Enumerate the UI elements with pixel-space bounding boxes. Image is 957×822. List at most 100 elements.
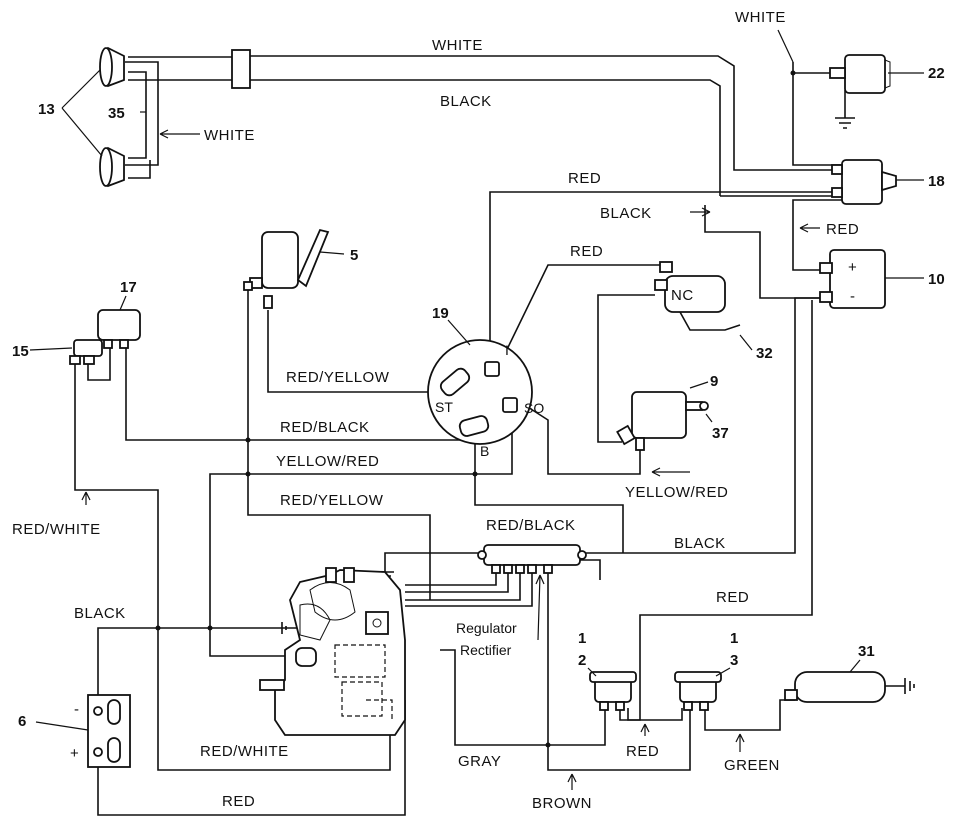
- junction-dot: [207, 625, 213, 631]
- callout-13: 13: [38, 101, 55, 118]
- label-black-left: BLACK: [74, 605, 126, 622]
- label-red-switches: RED: [626, 743, 659, 760]
- component-17: [97, 309, 141, 349]
- battery-negative: -: [74, 701, 80, 718]
- battery-positive: +: [70, 745, 79, 762]
- ground-symbol: [835, 117, 855, 129]
- label-black-top: BLACK: [440, 93, 492, 110]
- red-black-regulator-wire: [474, 430, 624, 553]
- white-wire-22: [792, 62, 842, 166]
- callout-22: 22: [928, 65, 945, 82]
- headlight-wire-c: [128, 160, 151, 179]
- component-1-2-switch: [589, 671, 637, 711]
- label-gray: GRAY: [458, 753, 501, 770]
- gray-wire: [440, 649, 606, 746]
- component-9: [616, 391, 709, 451]
- headlight-wire-b: [128, 71, 147, 159]
- label-black-regulator: BLACK: [674, 535, 726, 552]
- white-wire-top: [250, 55, 842, 171]
- component-22: [829, 54, 891, 129]
- brown-wire: [547, 565, 691, 771]
- label-red-yellow-lower: RED/YELLOW: [280, 492, 384, 509]
- component-1-3-switch: [674, 671, 722, 711]
- label-red-black-regulator: RED/BLACK: [486, 517, 576, 534]
- regulator-ground-lead: [384, 552, 484, 572]
- yellow-red-wire: [209, 410, 513, 657]
- component-6-battery: - +: [70, 694, 131, 768]
- callout-3: 3: [730, 652, 738, 669]
- black-wire-left: [97, 627, 300, 700]
- reg-lead-4: [405, 565, 533, 607]
- harness-connector: [231, 49, 251, 89]
- red-wire-nc: [496, 264, 662, 371]
- red-wire-top: [489, 191, 842, 375]
- terminal-so: SO: [524, 400, 544, 416]
- callout-35: 35: [108, 105, 125, 122]
- regulator-rectifier: [376, 544, 587, 581]
- black-wire-mid: [704, 205, 820, 299]
- label-red-bottom: RED: [222, 793, 255, 810]
- callout-32: 32: [756, 345, 773, 362]
- label-red-top: RED: [568, 170, 601, 187]
- wire-15-17: [87, 340, 111, 381]
- callout-1b: 1: [730, 630, 738, 647]
- leader-lines: [29, 29, 924, 790]
- callout-10: 10: [928, 271, 945, 288]
- label-regulator: Regulator: [456, 620, 517, 636]
- callout-18: 18: [928, 173, 945, 190]
- label-white-headlights: WHITE: [204, 127, 255, 144]
- callout-6: 6: [18, 713, 26, 730]
- component-31: [784, 671, 915, 703]
- nc-label: NC: [671, 287, 694, 304]
- junctions: [155, 70, 796, 748]
- label-red-lower-right: RED: [716, 589, 749, 606]
- green-wire: [704, 699, 795, 731]
- black-regulator-wire: [585, 297, 820, 554]
- junction-dot: [790, 70, 796, 76]
- callout-9: 9: [710, 373, 718, 390]
- headlight-wire-a: [125, 61, 159, 166]
- callout-19: 19: [432, 305, 449, 322]
- wires: [74, 49, 905, 816]
- label-red-white-left: RED/WHITE: [12, 521, 101, 538]
- callout-numbers: 13 35 22 18 10 5 17 15 19 32 9 37 6 1 2 …: [12, 65, 945, 730]
- headlight-upper: [99, 46, 125, 88]
- junction-dot: [472, 471, 478, 477]
- label-rectifier: Rectifier: [460, 642, 512, 658]
- component-5: [243, 228, 330, 309]
- terminal-st: ST: [435, 399, 453, 415]
- component-19-key-switch: ST I SO B: [427, 339, 544, 459]
- red-black-wire: [125, 340, 465, 441]
- engine-alternator: [259, 567, 406, 736]
- harness-tube-left: [128, 56, 232, 81]
- black-wire-top: [250, 79, 721, 196]
- label-yellow-red-solenoid: YELLOW/RED: [625, 484, 728, 501]
- component-10: + -: [819, 249, 886, 309]
- label-white-far-right: WHITE: [735, 9, 786, 26]
- wire-5-down: [247, 290, 431, 600]
- label-yellow-red-switch: YELLOW/RED: [276, 453, 379, 470]
- gauge-plus: +: [848, 259, 857, 276]
- label-red-yellow-switch: RED/YELLOW: [286, 369, 390, 386]
- label-red-white-bottom: RED/WHITE: [200, 743, 289, 760]
- label-white-top: WHITE: [432, 37, 483, 54]
- terminal-i: I: [505, 342, 509, 358]
- red-wire-switches: [619, 708, 683, 721]
- yellow-red-solenoid-wire: [519, 401, 641, 475]
- red-wire-bottom: [97, 700, 406, 816]
- red-wire-18-10: [792, 199, 842, 271]
- reg-lead-1: [405, 565, 497, 586]
- callout-5: 5: [350, 247, 358, 264]
- component-32: NC: [654, 261, 741, 331]
- callout-31: 31: [858, 643, 875, 660]
- junction-dot: [155, 625, 161, 631]
- red-yellow-wire-5: [267, 310, 440, 393]
- label-brown: BROWN: [532, 795, 592, 812]
- gauge-minus: -: [850, 288, 856, 305]
- label-red-to-nc: RED: [570, 243, 603, 260]
- reg-lead-2: [405, 565, 509, 593]
- callout-2: 2: [578, 652, 586, 669]
- headlight-lower: [99, 146, 125, 188]
